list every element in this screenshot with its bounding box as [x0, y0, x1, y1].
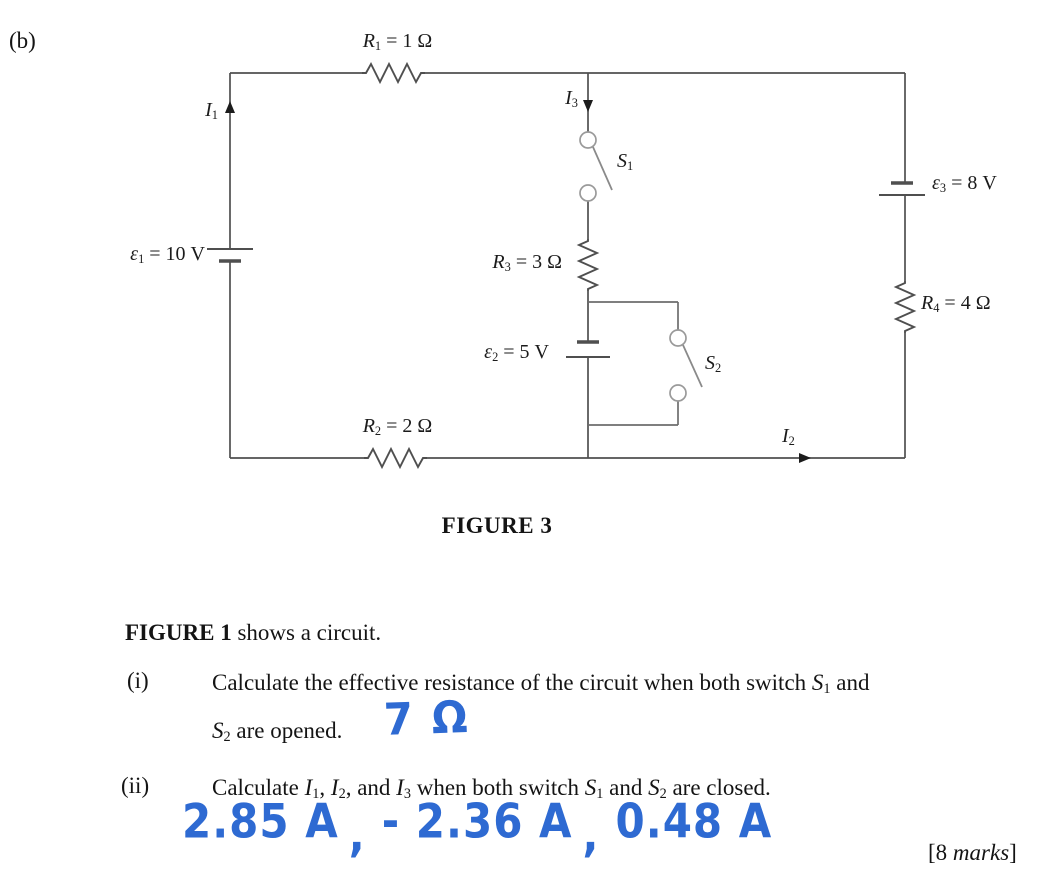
- current-i3-arrow: [583, 100, 593, 112]
- switch-s2-top-contact: [669, 329, 687, 347]
- handwritten-comma: ,: [348, 807, 366, 863]
- switch-s2-bottom-contact: [669, 384, 687, 402]
- q1-line2: S2 are opened.: [212, 718, 343, 745]
- switch-s1-top-contact: [579, 131, 597, 149]
- resistor-r1: [362, 61, 425, 85]
- q2-line: Calculate I1, I2, and I3 when both switc…: [212, 775, 771, 802]
- label-s1: S1: [617, 150, 634, 174]
- handwritten-comma: ,: [582, 807, 600, 863]
- resistor-r4: [893, 281, 917, 333]
- figure-caption: FIGURE 3: [441, 513, 553, 538]
- label-e3: ε3 = 8 V: [932, 172, 997, 196]
- s2-branch: [588, 301, 679, 426]
- intro-line: FIGURE 1 shows a circuit.: [125, 620, 382, 645]
- switch-s1-blade: [592, 146, 613, 191]
- label-e1: ε1 = 10 V: [130, 243, 205, 267]
- handwritten-answer-q1: 7 Ω: [383, 691, 471, 746]
- circuit-diagram: [207, 61, 925, 470]
- handwritten-i2-value: - 2.36 A: [381, 794, 573, 849]
- handwritten-i1-value: 2.85 A: [182, 794, 339, 849]
- handwritten-i3-value: 0.48 A: [615, 794, 773, 849]
- handwritten-answer-q2: 2.85 A,- 2.36 A,0.48 A: [182, 794, 782, 862]
- label-r4: R4 = 4 Ω: [921, 292, 991, 316]
- current-i1-arrow: [225, 101, 235, 113]
- resistor-r2: [364, 446, 427, 470]
- battery-e2: [566, 340, 610, 358]
- q2-label: (ii): [121, 773, 150, 798]
- marks-allocation: [8 marks]: [928, 840, 1017, 865]
- label-s2: S2: [705, 352, 722, 376]
- q1-line1: Calculate the effective resistance of th…: [212, 670, 870, 697]
- label-r1: R1 = 1 Ω: [362, 30, 433, 54]
- label-i3: I3: [565, 87, 578, 111]
- label-i2: I2: [782, 425, 795, 449]
- q1-label: (i): [127, 668, 149, 693]
- switch-s2: [669, 329, 703, 402]
- label-r2: R2 = 2 Ω: [362, 415, 433, 439]
- label-i1: I1: [205, 99, 218, 123]
- resistor-r3: [576, 239, 600, 291]
- switch-s1-bottom-contact: [579, 184, 597, 202]
- switch-s1: [579, 131, 613, 202]
- current-i2-arrow: [799, 453, 811, 463]
- part-label: (b): [9, 28, 36, 53]
- switch-s2-blade: [682, 344, 703, 388]
- battery-e3: [879, 181, 925, 196]
- battery-e1: [207, 248, 253, 263]
- label-e2: ε2 = 5 V: [484, 341, 549, 365]
- label-r3: R3 = 3 Ω: [492, 251, 562, 275]
- intro-figure-ref: FIGURE 1: [125, 620, 232, 645]
